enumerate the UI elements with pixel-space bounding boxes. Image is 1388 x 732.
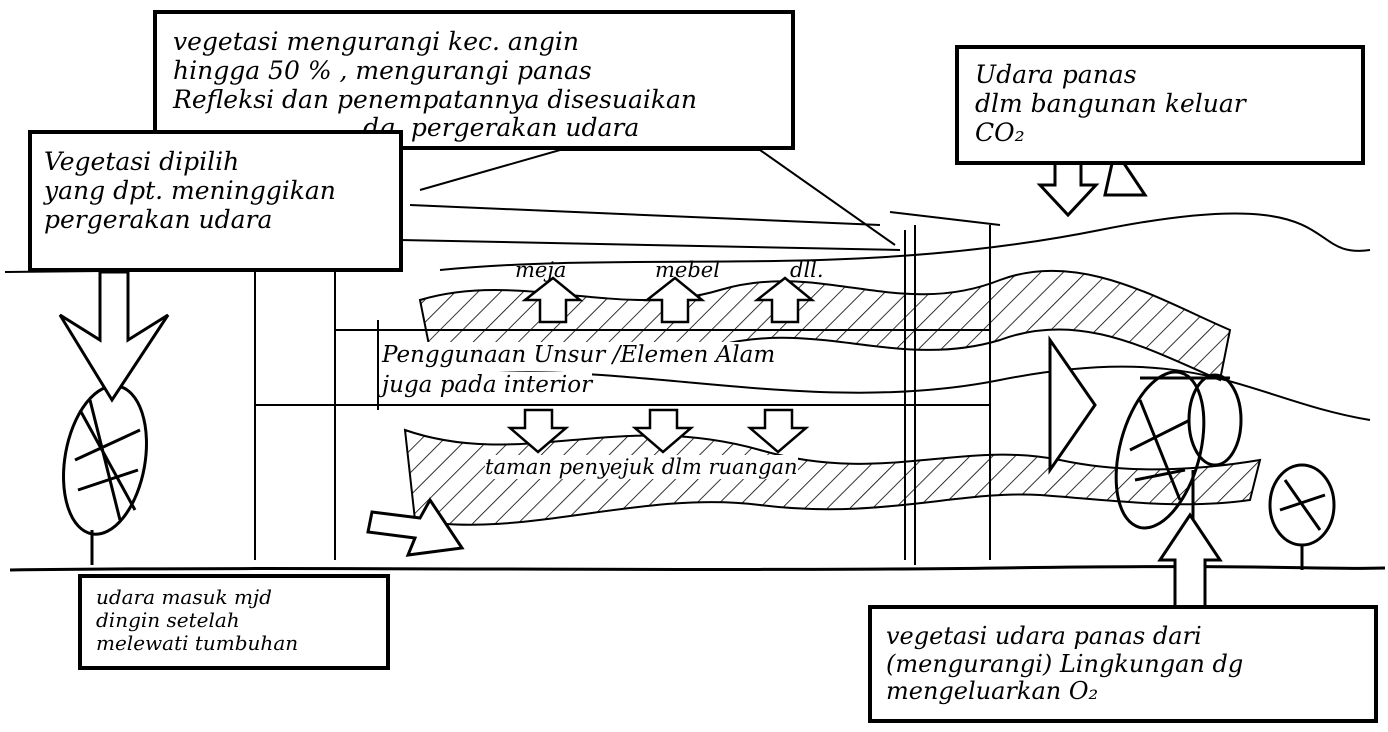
label-dll: dll. (790, 258, 824, 282)
tree-right (1101, 362, 1241, 537)
note-line: pergerakan udara (44, 206, 387, 235)
note-line: vegetasi mengurangi kec. angin (173, 28, 775, 57)
tree-small (1270, 465, 1334, 570)
label-interior-line-2: juga pada interior (382, 372, 592, 398)
note-line: yang dpt. meninggikan (44, 177, 387, 206)
note-line: vegetasi udara panas dari (886, 623, 1360, 651)
note-vegetation-oxygen: vegetasi udara panas dari (mengurangi) L… (868, 605, 1378, 723)
note-vegetation-wind: vegetasi mengurangi kec. angin hingga 50… (153, 10, 795, 150)
note-air-in-cool: udara masuk mjd dingin setelah melewati … (78, 574, 390, 670)
label-interior-line-1: Penggunaan Unsur /Elemen Alam (382, 342, 775, 368)
arrow-down-co2 (1040, 160, 1096, 215)
note-line: mengeluarkan O₂ (886, 678, 1360, 706)
note-line: (mengurangi) Lingkungan dg (886, 651, 1360, 679)
note-line: Udara panas (975, 61, 1345, 90)
note-vegetation-selection: Vegetasi dipilih yang dpt. meninggikan p… (28, 130, 403, 272)
note-line: hingga 50 % , mengurangi panas (173, 57, 775, 86)
note-line: Refleksi dan penempatannya disesuaikan (173, 86, 775, 115)
note-hot-air-out: Udara panas dlm bangunan keluar CO₂ (955, 45, 1365, 165)
label-taman: taman penyejuk dlm ruangan (485, 455, 798, 479)
note-line: CO₂ (975, 119, 1345, 148)
note-line: dlm bangunan keluar (975, 90, 1345, 119)
note-line: Vegetasi dipilih (44, 148, 387, 177)
note-line: dingin setelah (96, 609, 372, 632)
arrow-up-right-tree (1160, 515, 1220, 608)
tree-left (53, 379, 158, 565)
note-line: udara masuk mjd (96, 586, 372, 609)
label-meja: meja (515, 258, 566, 282)
note-line: melewati tumbuhan (96, 632, 372, 655)
arrow-down-left (60, 272, 168, 400)
label-mebel: mebel (655, 258, 720, 282)
